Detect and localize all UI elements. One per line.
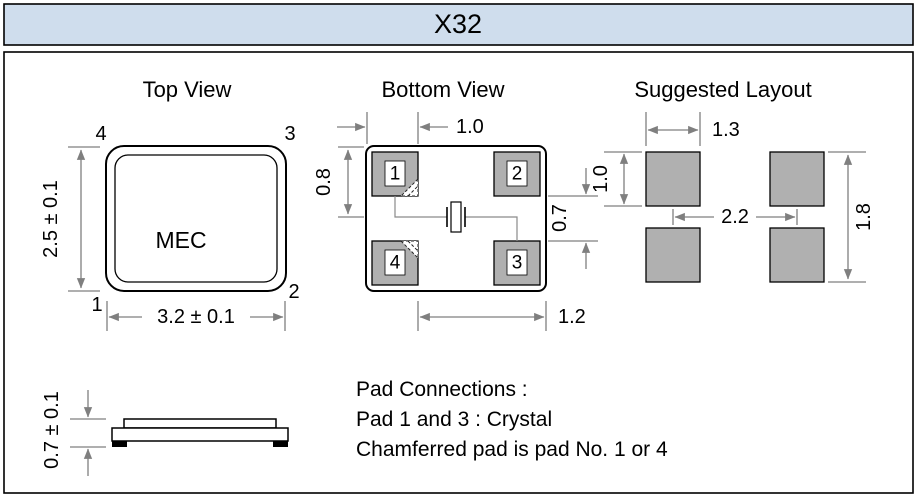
side-view-section: 0.7 ± 0.1: [41, 390, 289, 476]
bottom-view-pad-4: 4: [371, 240, 419, 286]
top-view-height-dimension: 2.5 ± 0.1: [40, 146, 100, 292]
top-view-title: Top View: [143, 77, 232, 102]
top-view-width-value: 3.2 ± 0.1: [157, 306, 235, 328]
layout-pad-bottom-left: [645, 227, 701, 283]
pad-4-chamfer-hatch: [407, 240, 419, 252]
pad3-crystal-connection: [465, 216, 518, 241]
bottom-view-right-dimension: 0.7: [548, 168, 598, 269]
pad-3-number: 3: [512, 253, 523, 274]
pad-2-number: 2: [512, 164, 523, 185]
suggested-layout-section: Suggested Layout 1.3 1.0 2.2: [590, 77, 875, 283]
layout-pad-top-right: [769, 151, 825, 207]
notes-section: Pad Connections : Pad 1 and 3 : Crystal …: [356, 378, 668, 461]
top-view-section: Top View MEC 4 3 1 2 2.5 ± 0.1 3.2 ± 0.1: [40, 77, 300, 331]
bottom-view-right-dim-value: 0.7: [549, 204, 571, 232]
pad-4-number: 4: [390, 253, 401, 274]
layout-center-value: 2.2: [721, 206, 749, 228]
top-view-pin2-label: 2: [288, 281, 299, 303]
layout-outer-height-value: 1.8: [853, 203, 875, 231]
side-view-terminal-left: [112, 441, 127, 447]
bottom-view-section: Bottom View 1 2 4 3: [313, 77, 598, 331]
top-view-height-value: 2.5 ± 0.1: [40, 180, 62, 258]
side-view-thickness-dimension: 0.7 ± 0.1: [41, 390, 106, 476]
notes-line-3: Chamferred pad is pad No. 1 or 4: [356, 438, 668, 461]
side-view-thickness-value: 0.7 ± 0.1: [41, 391, 63, 469]
top-view-pin4-label: 4: [95, 123, 106, 145]
top-view-pin1-label: 1: [91, 294, 102, 316]
top-view-width-dimension: 3.2 ± 0.1: [106, 301, 286, 331]
pad-1-number: 1: [390, 164, 401, 185]
bottom-view-left-dimension: 0.8: [313, 146, 364, 218]
page-title: X32: [434, 9, 482, 39]
header-background: [3, 3, 914, 46]
bottom-view-pad-3: 3: [493, 240, 541, 286]
pad-1-number-box: [384, 160, 406, 187]
top-view-marking: MEC: [155, 227, 206, 253]
crystal-symbol: [394, 196, 518, 241]
layout-outer-height-dimension: 1.8: [828, 151, 875, 283]
side-view-terminal-right: [273, 441, 288, 447]
pad-1-chamfer-hatch: [407, 185, 419, 197]
pad-2-number-box: [506, 160, 528, 187]
bottom-view-pad-2: 2: [493, 151, 541, 197]
layout-center-dimension: 2.2: [672, 206, 798, 228]
side-view-body: [111, 427, 289, 442]
bottom-view-top-dimension: 1.0: [337, 112, 484, 144]
layout-pad-top-left: [645, 151, 701, 207]
bottom-view-bottom-dimension: 1.2: [417, 301, 586, 331]
top-view-pin3-label: 3: [284, 123, 295, 145]
layout-pad-height-value: 1.0: [590, 165, 612, 193]
side-view-lid: [123, 418, 277, 429]
layout-pad-width-dimension: 1.3: [645, 112, 740, 146]
layout-pad-bottom-right: [769, 227, 825, 283]
pad-4-chamfer-mark: [399, 240, 419, 260]
notes-line-1: Pad Connections :: [356, 378, 528, 401]
layout-pad-width-value: 1.3: [712, 119, 740, 141]
bottom-view-left-dim-value: 0.8: [313, 168, 335, 196]
bottom-view-pad-2-shape: [493, 151, 541, 197]
bottom-view-bottom-dim-value: 1.2: [558, 306, 586, 328]
pad-3-number-box: [506, 249, 528, 276]
suggested-layout-title: Suggested Layout: [634, 77, 811, 102]
crystal-body: [450, 201, 462, 233]
pad-4-number-box: [384, 249, 406, 276]
pad-1-chamfer-mark: [399, 177, 419, 197]
pad1-crystal-connection: [394, 196, 447, 218]
bottom-view-pad-1: 1: [371, 151, 419, 197]
notes-line-2: Pad 1 and 3 : Crystal: [356, 408, 552, 431]
top-view-package-outline: [105, 145, 287, 292]
bottom-view-top-dim-value: 1.0: [456, 116, 484, 138]
bottom-view-title: Bottom View: [381, 77, 504, 102]
layout-pad-height-dimension: 1.0: [590, 151, 642, 207]
header-bar: X32: [3, 3, 914, 46]
top-view-lid-outline: [114, 154, 278, 283]
